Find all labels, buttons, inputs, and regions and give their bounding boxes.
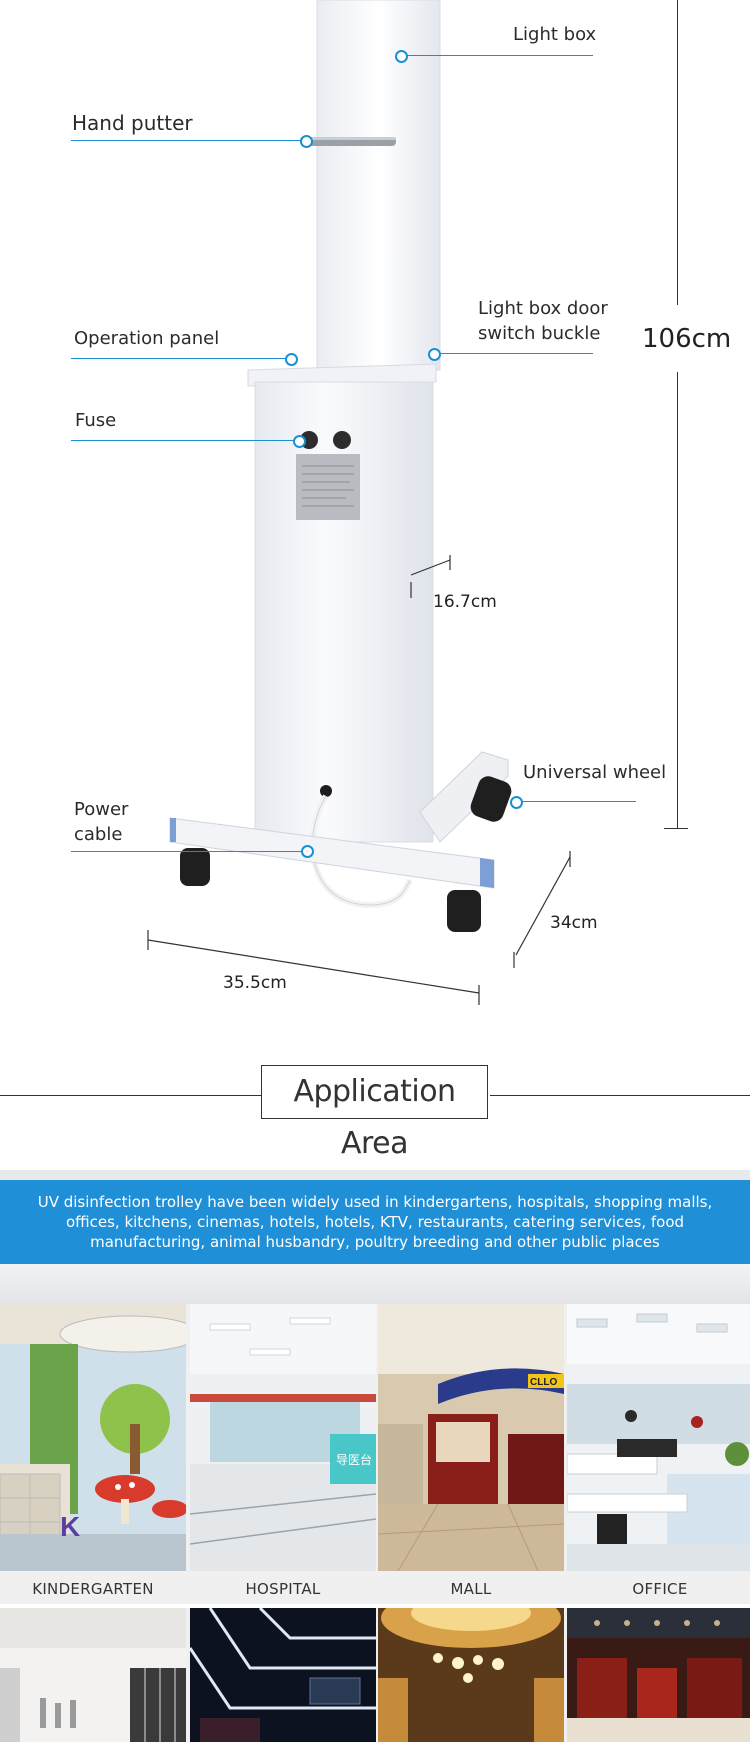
power-cable-label-line2: cable — [74, 824, 123, 846]
kindergarten-image: K — [0, 1304, 186, 1571]
section-divider-left — [0, 1095, 261, 1096]
svg-text:K: K — [60, 1511, 80, 1542]
fuse-label: Fuse — [75, 410, 117, 431]
universal-wheel-label: Universal wheel — [523, 762, 667, 783]
banner-top-band — [0, 1170, 750, 1180]
restaurant-image — [567, 1608, 750, 1742]
base-depth-dimension: 34cm — [550, 913, 598, 933]
light-box-label: Light box — [513, 24, 597, 45]
mall-caption: MALL — [450, 1580, 492, 1598]
uv-trolley-illustration — [169, 0, 512, 932]
section-title: Application Area — [293, 1074, 456, 1161]
column-depth-dimension: 16.7cm — [433, 592, 497, 612]
svg-text:CLLO: CLLO — [530, 1377, 557, 1388]
dimension-lines — [147, 555, 571, 1005]
door-buckle-label: Light box door switch buckle — [478, 296, 608, 346]
office-image — [567, 1304, 750, 1571]
hospital-image: 导医台 — [190, 1304, 376, 1571]
banner-bottom-band — [0, 1264, 750, 1304]
power-cable-label: Power cable — [74, 797, 128, 847]
height-dimension-line — [677, 0, 678, 305]
hand-putter-label: Hand putter — [72, 111, 193, 135]
product-diagram: Light box Hand putter Light box door swi… — [71, 0, 732, 1005]
door-buckle-label-line2: switch buckle — [478, 323, 601, 345]
power-cable-label-line1: Power — [74, 799, 129, 820]
base-width-dimension: 35.5cm — [223, 973, 287, 993]
gallery-row-1: K 导医台 CLLO — [0, 1304, 750, 1604]
office-caption: OFFICE — [632, 1580, 688, 1598]
section-divider-right — [490, 1095, 750, 1096]
gallery-row-2 — [0, 1608, 750, 1742]
cinema-image — [190, 1608, 376, 1742]
operation-panel-label: Operation panel — [74, 328, 220, 349]
hospital-caption: HOSPITAL — [245, 1580, 321, 1598]
kitchen-image — [0, 1608, 186, 1742]
kindergarten-caption: KINDERGARTEN — [32, 1580, 154, 1598]
height-dimension: 106cm — [642, 324, 732, 354]
application-description: UV disinfection trolley have been widely… — [37, 1193, 713, 1251]
application-banner: UV disinfection trolley have been widely… — [0, 1180, 750, 1264]
door-buckle-label-line1: Light box door — [478, 298, 608, 319]
hotel-image — [378, 1608, 564, 1742]
mall-image: CLLO — [378, 1304, 564, 1571]
section-title-box: Application Area — [261, 1065, 488, 1161]
svg-text:导医台: 导医台 — [336, 1452, 372, 1467]
